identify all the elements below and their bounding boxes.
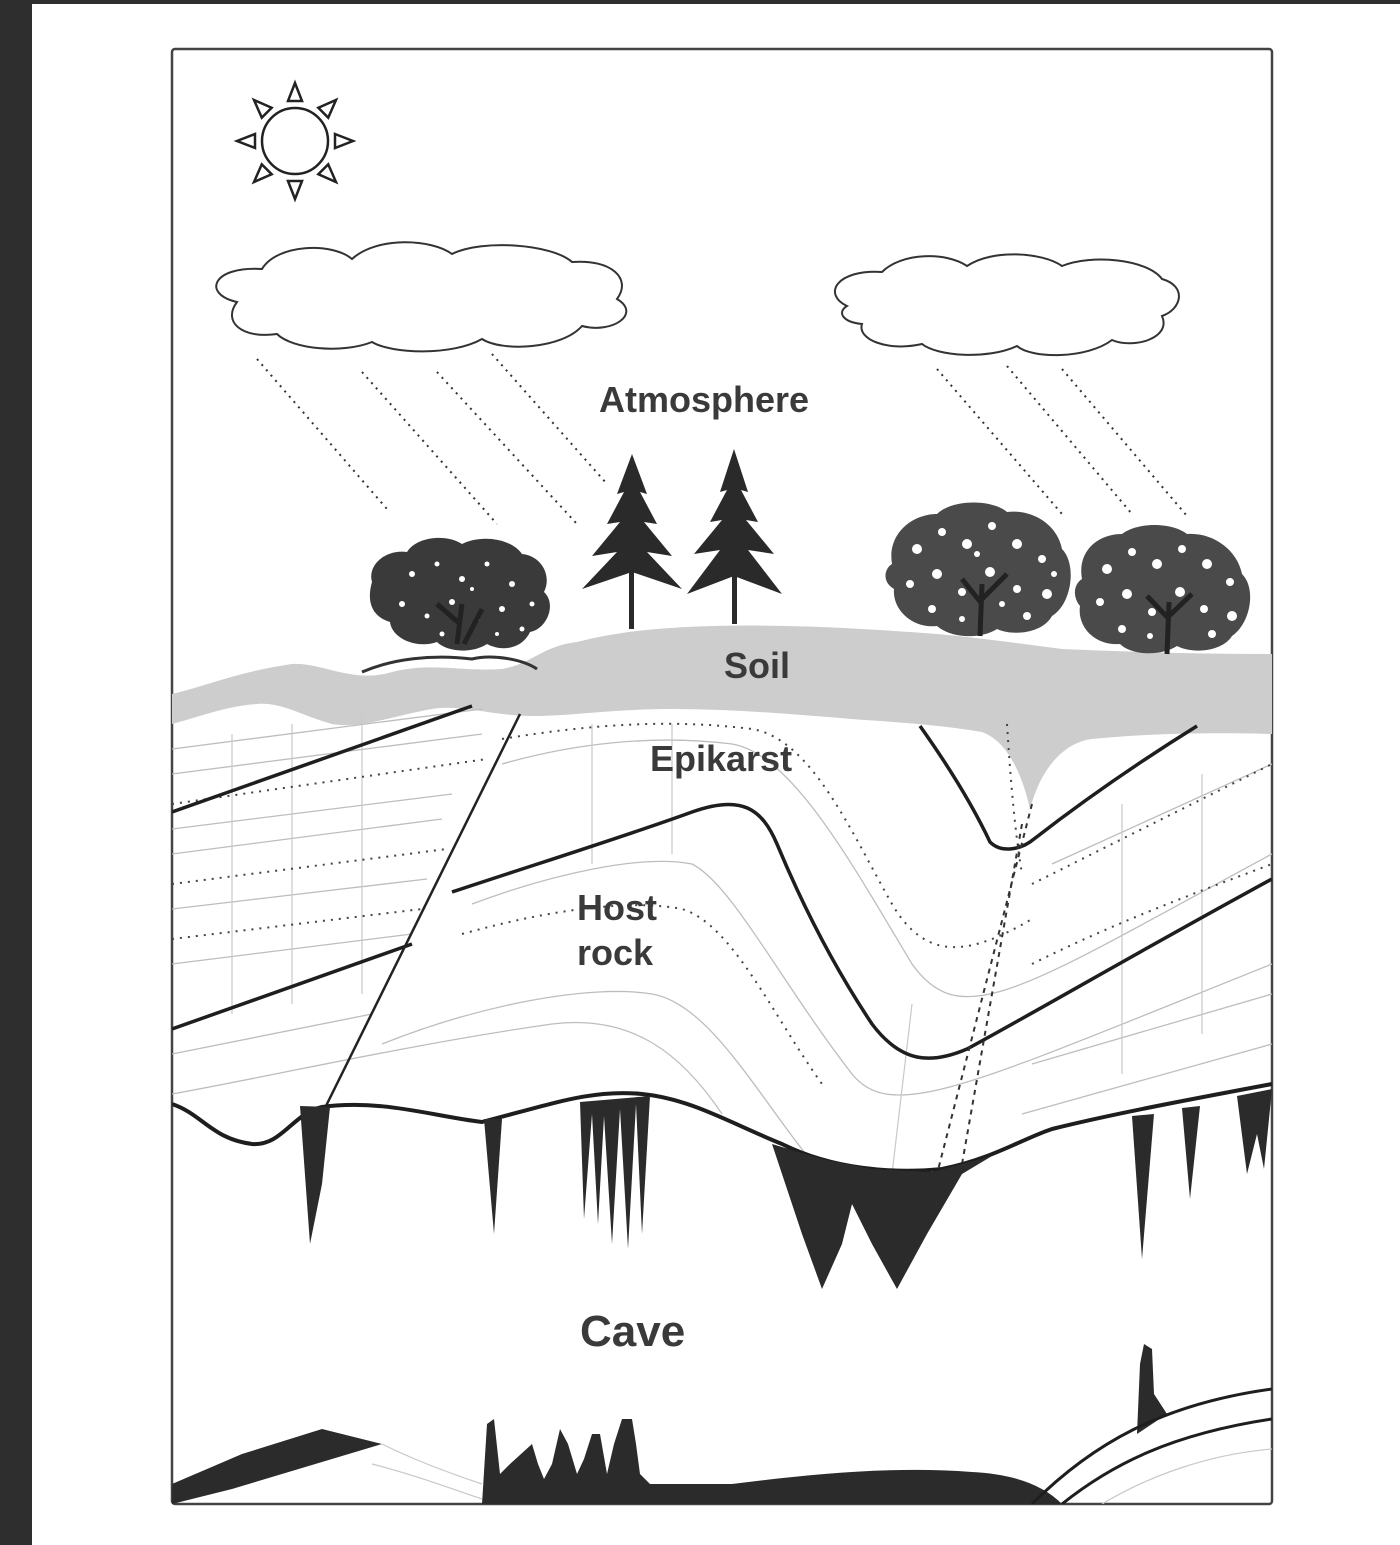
tree-icon (886, 502, 1071, 636)
cloud-icon (216, 242, 626, 351)
label-host-rock-line2: rock (577, 932, 654, 973)
label-epikarst: Epikarst (650, 738, 792, 779)
karst-cave-diagram: Atmosphere Soil Epikarst Host rock Cave (32, 4, 1400, 1545)
label-atmosphere: Atmosphere (599, 379, 809, 420)
label-cave: Cave (580, 1307, 685, 1356)
cloud-icon (835, 254, 1179, 355)
label-soil: Soil (724, 645, 790, 686)
label-host-rock-line1: Host (577, 887, 657, 928)
page: Atmosphere Soil Epikarst Host rock Cave (32, 4, 1400, 1545)
